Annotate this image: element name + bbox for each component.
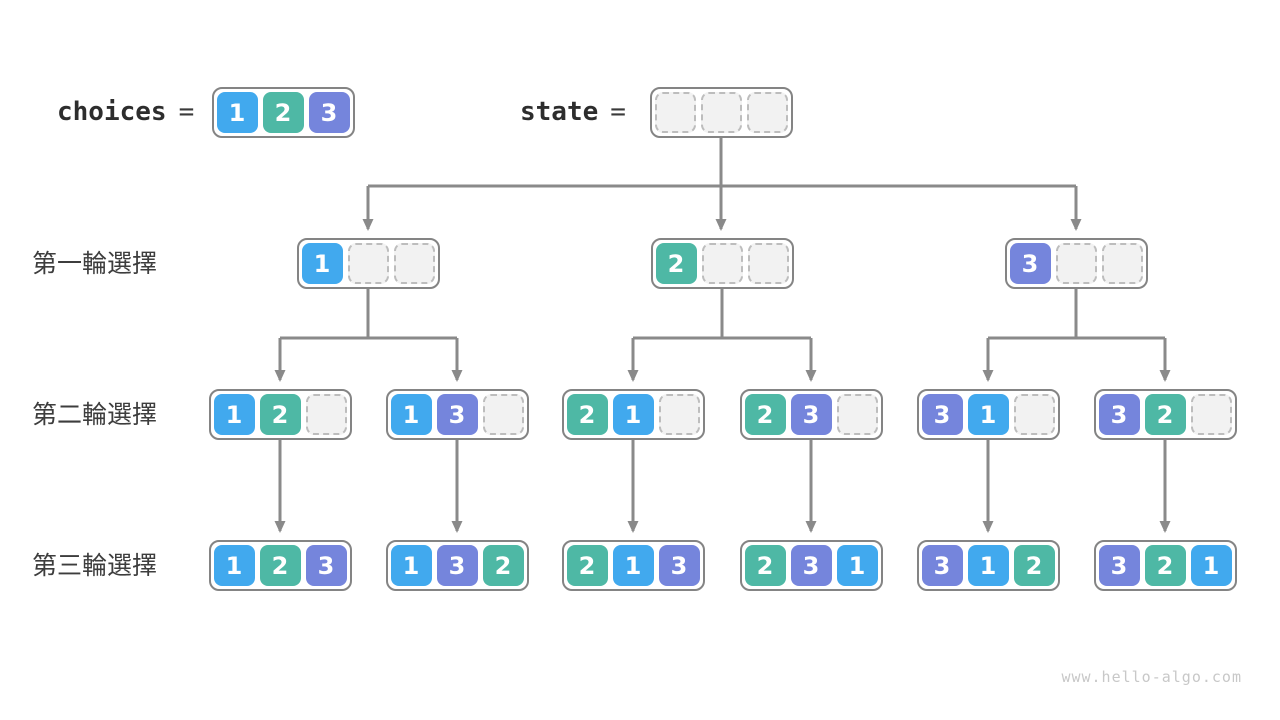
empty-cell	[347, 243, 389, 284]
state-box	[649, 87, 793, 138]
state-label-text: state	[520, 97, 599, 127]
cell-2: 2	[744, 545, 786, 586]
cell-3: 3	[1098, 545, 1140, 586]
level1-node-3: 3	[1004, 238, 1148, 289]
cell-2: 2	[655, 243, 697, 284]
empty-cell	[654, 92, 696, 133]
cell-3: 3	[658, 545, 700, 586]
choices-label-text: choices	[57, 97, 167, 127]
cell-1: 1	[1190, 545, 1232, 586]
cell-1: 1	[612, 394, 654, 435]
level1-node-1: 1	[296, 238, 440, 289]
state-equals-sign: =	[610, 97, 626, 127]
cell-1: 1	[390, 545, 432, 586]
state-label: state =	[520, 97, 626, 127]
cell-1: 1	[836, 545, 878, 586]
cell-2: 2	[1013, 545, 1055, 586]
cell-2: 2	[1144, 394, 1186, 435]
cell-3: 3	[921, 394, 963, 435]
cell-3: 3	[790, 545, 832, 586]
cell-3: 3	[305, 545, 347, 586]
watermark: www.hello-algo.com	[1061, 668, 1242, 686]
cell-1: 1	[967, 545, 1009, 586]
cell-1: 1	[967, 394, 1009, 435]
cell-3: 3	[308, 92, 350, 133]
cell-1: 1	[213, 394, 255, 435]
empty-cell	[658, 394, 700, 435]
cell-2: 2	[1144, 545, 1186, 586]
cell-3: 3	[1009, 243, 1051, 284]
cell-2: 2	[482, 545, 524, 586]
round-1-label: 第一輪選擇	[32, 250, 158, 278]
cell-1: 1	[612, 545, 654, 586]
empty-cell	[701, 243, 743, 284]
cell-3: 3	[1098, 394, 1140, 435]
round-2-label: 第二輪選擇	[32, 401, 158, 429]
empty-cell	[1190, 394, 1232, 435]
empty-cell	[747, 243, 789, 284]
cell-3: 3	[436, 394, 478, 435]
cell-1: 1	[301, 243, 343, 284]
cell-3: 3	[790, 394, 832, 435]
empty-cell	[746, 92, 788, 133]
empty-cell	[836, 394, 878, 435]
cell-2: 2	[566, 394, 608, 435]
empty-cell	[700, 92, 742, 133]
empty-cell	[305, 394, 347, 435]
cell-2: 2	[262, 92, 304, 133]
empty-cell	[482, 394, 524, 435]
cell-1: 1	[213, 545, 255, 586]
level1-node-2: 2	[650, 238, 794, 289]
choices-equals-sign: =	[178, 97, 195, 127]
cell-1: 1	[390, 394, 432, 435]
cell-1: 1	[216, 92, 258, 133]
round-3-label: 第三輪選擇	[32, 552, 158, 580]
cell-3: 3	[436, 545, 478, 586]
empty-cell	[1055, 243, 1097, 284]
cell-2: 2	[259, 545, 301, 586]
empty-cell	[1101, 243, 1143, 284]
choices-label: choices =	[57, 97, 194, 127]
empty-cell	[1013, 394, 1055, 435]
cell-2: 2	[259, 394, 301, 435]
cell-2: 2	[566, 545, 608, 586]
empty-cell	[393, 243, 435, 284]
cell-2: 2	[744, 394, 786, 435]
cell-3: 3	[921, 545, 963, 586]
